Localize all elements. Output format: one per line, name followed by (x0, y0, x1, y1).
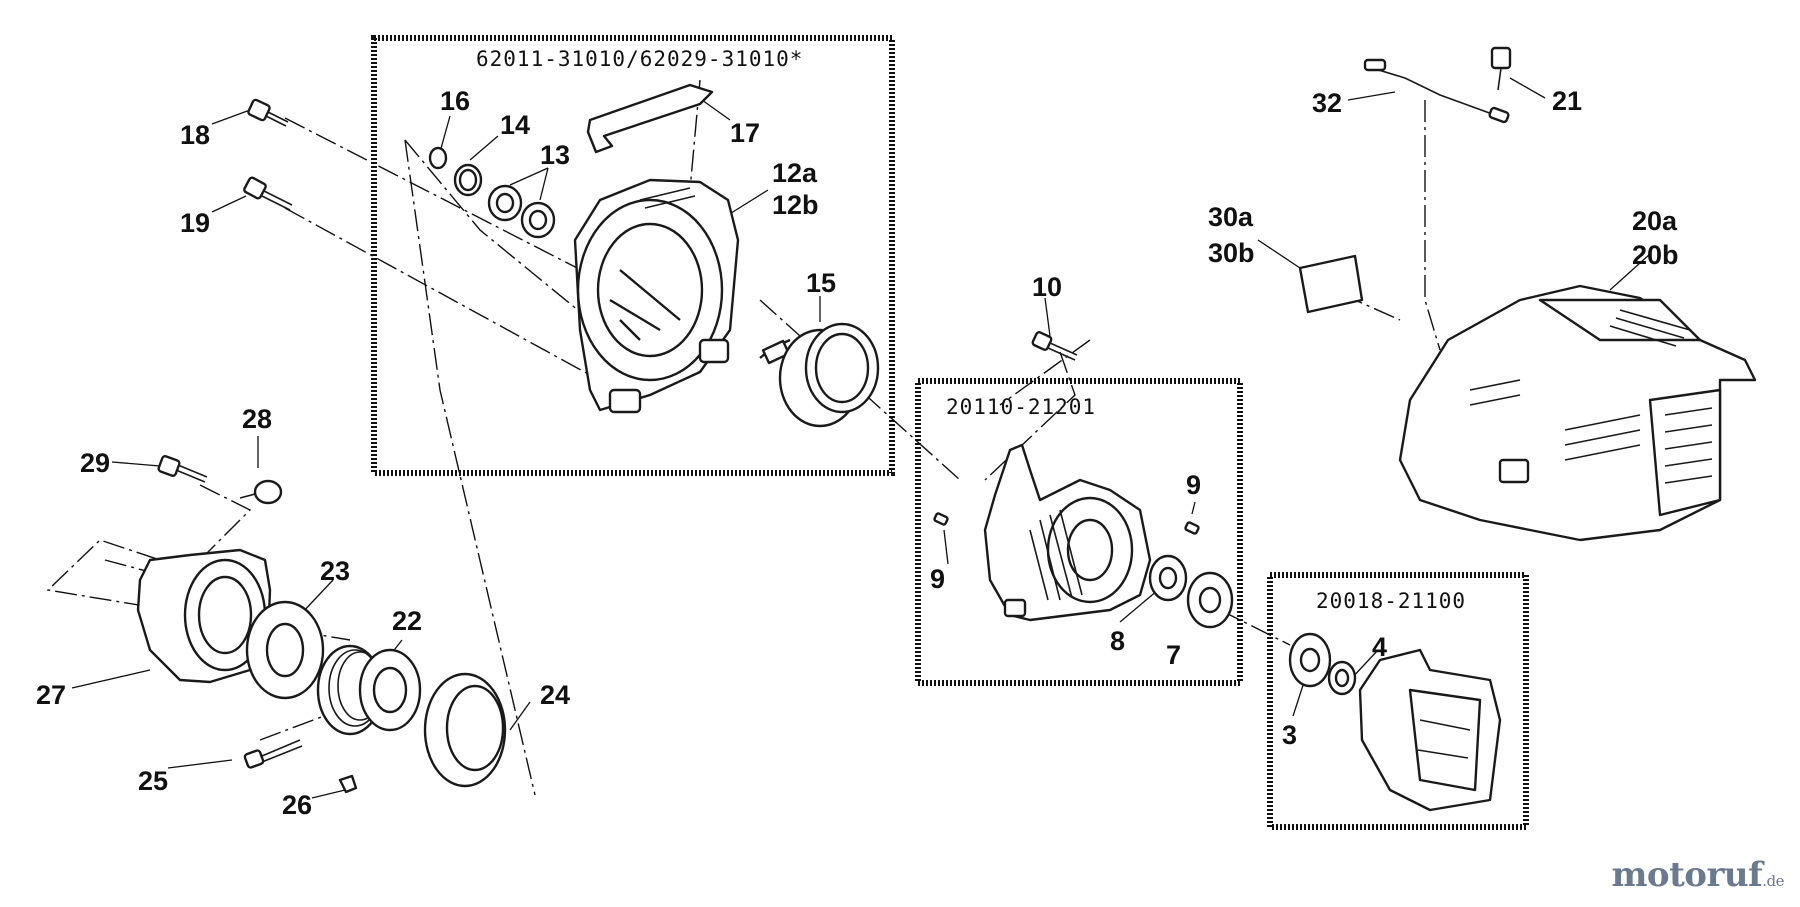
bearing-13 (487, 184, 556, 239)
spring-22 (316, 644, 422, 736)
callout-12a: 12a (772, 158, 818, 188)
lever-17 (586, 83, 714, 154)
callout-28: 28 (242, 404, 272, 434)
assembly-frame-crankcase-half (1267, 572, 1529, 830)
bearing-8 (1148, 554, 1188, 602)
callout-27: 27 (36, 680, 66, 710)
callout-30a: 30a (1208, 202, 1254, 232)
callout-24: 24 (540, 680, 570, 710)
bearing-3 (1288, 632, 1332, 688)
ring-24 (423, 672, 507, 788)
pin-9-left (933, 512, 949, 526)
clip-26 (338, 774, 358, 794)
callout-20b: 20b (1632, 240, 1679, 270)
clip-28 (239, 479, 283, 505)
callout-30b: 30b (1208, 238, 1255, 268)
screw-29 (157, 455, 208, 483)
callout-16: 16 (440, 86, 470, 116)
crankcase-body (983, 443, 1152, 622)
callout-9-left: 9 (930, 564, 945, 594)
screw-18 (247, 98, 289, 127)
callout-25: 25 (138, 766, 168, 796)
callout-32: 32 (1312, 88, 1342, 118)
bearing-7 (1186, 571, 1234, 629)
label-30 (1298, 254, 1364, 314)
pin-9-right (1184, 521, 1200, 535)
callout-9-right: 9 (1186, 470, 1201, 500)
callout-3: 3 (1282, 720, 1297, 750)
callout-7: 7 (1166, 640, 1181, 670)
callout-20a: 20a (1632, 206, 1678, 236)
watermark-tld: .de (1762, 872, 1784, 890)
clutch-shoe-23 (245, 600, 325, 700)
callout-17: 17 (730, 118, 760, 148)
screw-10 (1031, 331, 1078, 361)
assembly-label-crankcase: 20110-21201 (946, 395, 1096, 419)
circlip-16 (428, 146, 448, 170)
callout-19: 19 (180, 208, 210, 238)
watermark-logo: motoruf.de (1611, 855, 1784, 895)
callout-21: 21 (1552, 86, 1582, 116)
callout-10: 10 (1032, 272, 1062, 302)
wire-32 (1363, 58, 1510, 124)
callout-29: 29 (80, 448, 110, 478)
engine-cover-20 (1398, 284, 1757, 542)
callout-26: 26 (282, 790, 312, 820)
screw-25 (243, 739, 303, 769)
housing-27 (136, 548, 272, 684)
callout-8: 8 (1110, 626, 1125, 656)
callout-14: 14 (500, 110, 530, 140)
callout-12b: 12b (772, 190, 819, 220)
crankcase-half-housing (1358, 648, 1502, 812)
callout-18: 18 (180, 120, 210, 150)
callout-22: 22 (392, 606, 422, 636)
callout-13: 13 (540, 140, 570, 170)
callout-4: 4 (1372, 632, 1387, 662)
assembly-label-clutch-case: 62011-31010/62029-31010* (476, 47, 803, 71)
seal-4 (1327, 660, 1357, 696)
clutch-drum-15 (759, 322, 880, 428)
assembly-frame-crankcase (915, 378, 1243, 686)
assembly-frame-clutch-case (371, 35, 895, 476)
callout-23: 23 (320, 556, 350, 586)
clutch-case-12 (573, 178, 740, 414)
washer-14 (453, 163, 483, 197)
watermark-brand: motoruf (1611, 855, 1763, 895)
callout-15: 15 (806, 268, 836, 298)
assembly-label-crankcase-half: 20018-21100 (1316, 589, 1466, 613)
screw-19 (243, 176, 293, 211)
spark-plug-cap-21 (1490, 46, 1512, 91)
